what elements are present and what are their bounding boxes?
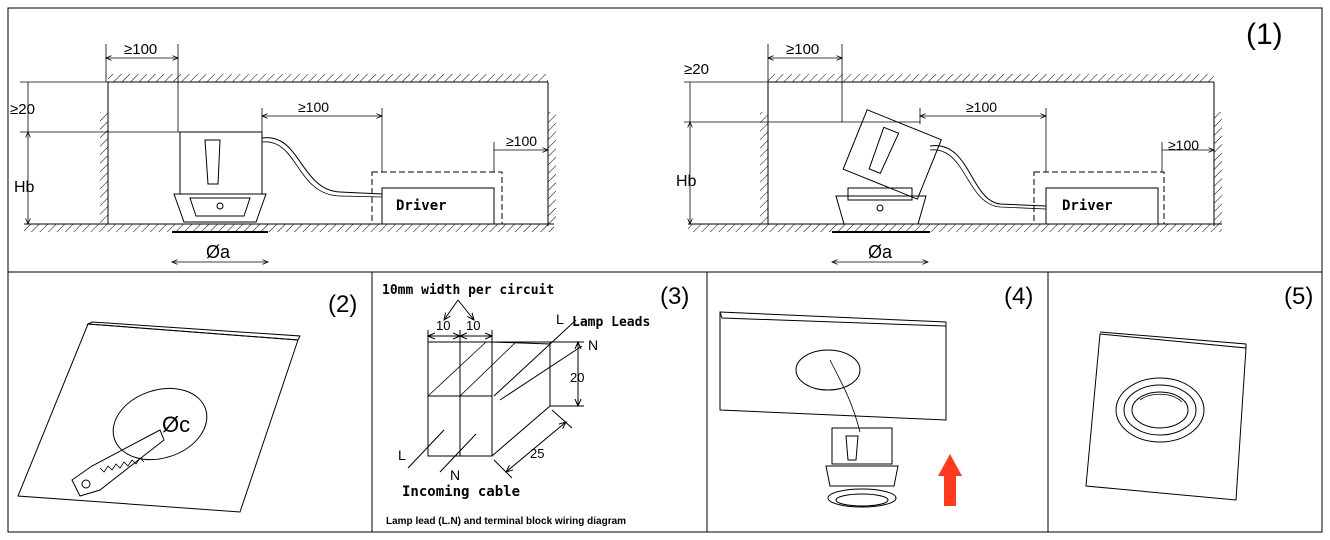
diameter-label: Øa <box>868 242 893 262</box>
gap-top-label: ≥100 <box>786 41 819 58</box>
height-label: Hb <box>14 179 35 196</box>
installation-right: ≥100 ≥20 ≥100 ≥100 Hb Øa Driver <box>676 41 1222 262</box>
ceiling-panel-drawing <box>17 321 301 513</box>
height-20-label: 20 <box>570 370 584 385</box>
driver-label: Driver <box>1062 198 1113 214</box>
gap-mid-label: ≥100 <box>966 99 997 115</box>
push-up-arrow <box>938 454 962 506</box>
ceiling-board <box>24 224 554 232</box>
lamp-cable <box>261 137 383 195</box>
lamp-leads-label: Lamp Leads <box>572 315 650 330</box>
downlight-lamp-tilted <box>832 109 942 233</box>
incoming-l-label: L <box>398 447 406 463</box>
wiring-caption: Lamp lead (L.N) and terminal block wirin… <box>386 516 626 527</box>
depth-25-label: 25 <box>530 446 544 461</box>
terminal-block-drawing <box>407 299 584 479</box>
diameter-label: Øa <box>206 242 231 262</box>
panel-5-number: (5) <box>1284 283 1313 310</box>
panel-1-number: (1) <box>1246 18 1283 51</box>
panel-2-number: (2) <box>328 291 357 318</box>
gap-height-label: ≥20 <box>10 101 35 118</box>
downlight-lamp <box>172 131 268 233</box>
cutout-diameter-label: Øc <box>162 412 190 437</box>
gap-height-label: ≥20 <box>684 61 709 78</box>
panel-3-number: (3) <box>660 283 689 310</box>
panel-2: (2) Øc <box>17 291 357 513</box>
cutout-hole <box>112 387 208 461</box>
gap-right-label: ≥100 <box>506 133 537 149</box>
lamp-lead-l-label: L <box>556 311 564 327</box>
incoming-n-label: N <box>450 467 460 483</box>
panel-3: (3) 10mm width per circuit <box>382 283 689 527</box>
panel-4-number: (4) <box>1004 283 1033 310</box>
lamp-lead-n-label: N <box>588 337 598 353</box>
width-1-label: 10 <box>436 318 450 333</box>
ceiling-board-drawing <box>719 311 947 433</box>
gap-mid-label: ≥100 <box>298 99 329 115</box>
installed-ceiling-drawing <box>1085 331 1247 501</box>
width-2-label: 10 <box>466 318 480 333</box>
ceiling-slab <box>108 74 548 82</box>
saw-icon <box>71 429 165 497</box>
gap-right-label: ≥100 <box>1168 137 1199 153</box>
driver-label: Driver <box>396 198 447 214</box>
installation-left: ≥100 ≥20 ≥100 ≥100 Hb Øa Driver <box>10 41 556 262</box>
downlight-unit <box>825 427 899 508</box>
gap-top-label: ≥100 <box>124 41 157 58</box>
panel-5: (5) <box>1085 283 1313 501</box>
panel-4: (4) <box>719 283 1033 508</box>
height-label: Hb <box>676 173 697 190</box>
incoming-cable-label: Incoming cable <box>402 484 520 500</box>
width-note: 10mm width per circuit <box>382 283 554 298</box>
panel-1: (1) <box>10 18 1283 262</box>
